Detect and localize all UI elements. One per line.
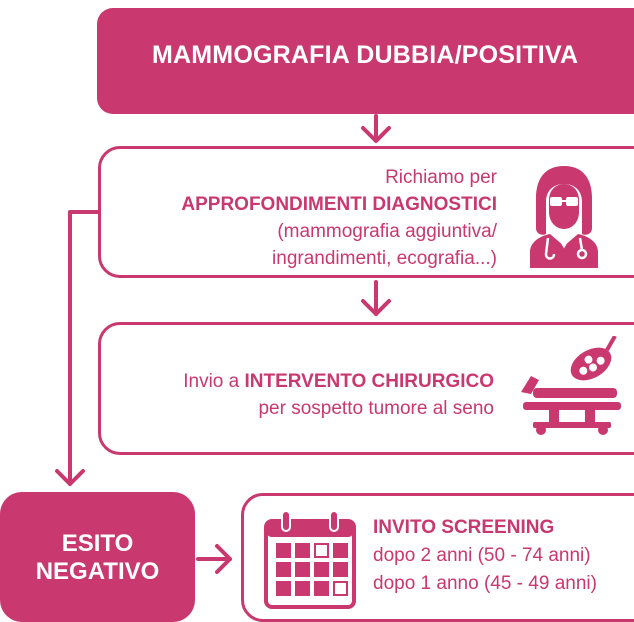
top-title: MAMMOGRAFIA DUBBIA/POSITIVA: [152, 41, 579, 69]
intervento-bold: INTERVENTO CHIRURGICO: [244, 371, 495, 392]
arrow-right-icon: [196, 544, 232, 574]
intervento-line1: Invio a INTERVENTO CHIRURGICO: [183, 368, 494, 395]
esito-line1: ESITO: [61, 530, 134, 557]
richiamo-text: Richiamo per APPROFONDIMENTI DIAGNOSTICI…: [181, 164, 497, 272]
intervento-line2: per sospetto tumore al seno: [258, 398, 494, 419]
intervento-text: Invio a INTERVENTO CHIRURGICO per sospet…: [183, 368, 494, 422]
screening-title: INVITO SCREENING: [373, 517, 555, 538]
surgery-table-icon: [521, 336, 621, 435]
doctor-icon: [530, 166, 598, 268]
top-banner: [97, 8, 634, 114]
esito-negativo-text: ESITO NEGATIVO: [0, 530, 195, 586]
arrow-down-icon: [361, 280, 391, 316]
screening-text: INVITO SCREENING dopo 2 anni (50 - 74 an…: [373, 514, 597, 598]
arrow-down-icon: [55, 210, 100, 486]
esito-line2: NEGATIVO: [35, 558, 160, 585]
richiamo-line2: APPROFONDIMENTI DIAGNOSTICI: [181, 194, 497, 215]
screening-line2: dopo 1 anno (45 - 49 anni): [373, 573, 597, 594]
calendar-icon: [264, 511, 356, 609]
screening-line1: dopo 2 anni (50 - 74 anni): [373, 545, 591, 566]
arrow-down-icon: [361, 114, 391, 143]
richiamo-line4: ingrandimenti, ecografia...): [272, 248, 497, 269]
esito-negativo-box: [0, 492, 195, 622]
intervento-prefix: Invio a: [183, 371, 245, 392]
richiamo-line3: (mammografia aggiuntiva/: [277, 221, 497, 242]
richiamo-line1: Richiamo per: [385, 167, 497, 188]
